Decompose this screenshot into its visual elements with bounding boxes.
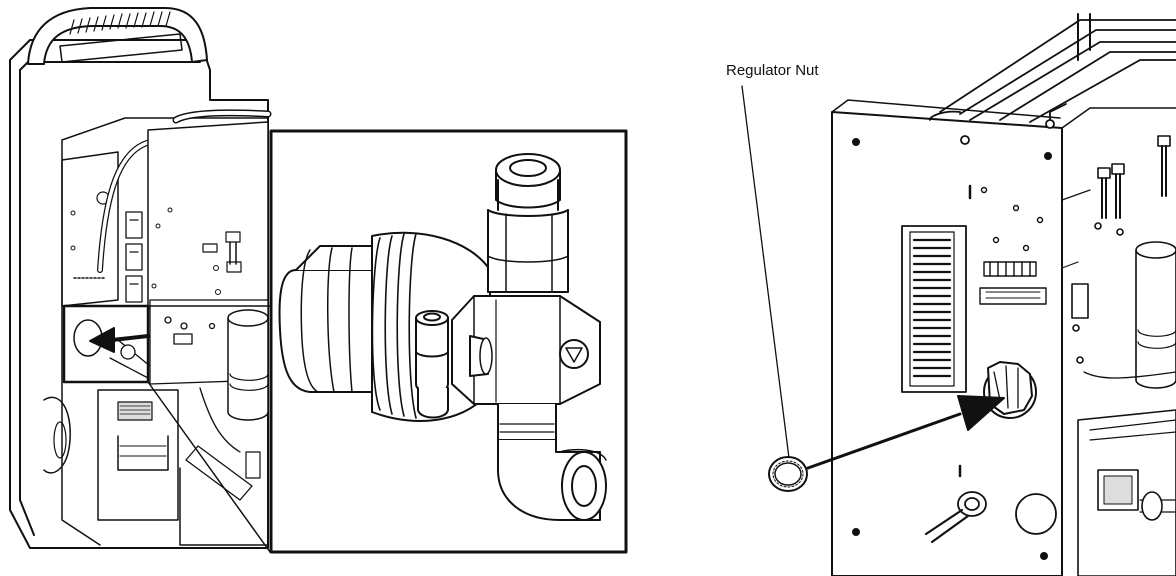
- regulator-nut-callout: Regulator Nut: [726, 62, 819, 79]
- solenoid-cylinder: [227, 309, 269, 421]
- panel-terminal-blocks: [979, 186, 1047, 305]
- terminal-strip: [125, 211, 143, 303]
- regulator-zoom-detail: [269, 129, 628, 554]
- internal-components: [1061, 135, 1176, 576]
- carry-handle: [27, 7, 208, 65]
- left-power-supply-unit: [9, 7, 272, 553]
- panel-round-port: [1015, 493, 1057, 535]
- gauge-port-fitting: [415, 310, 449, 419]
- regulator-knob: [278, 245, 377, 393]
- regulator-nut: [768, 456, 808, 492]
- vent-grille: [901, 225, 967, 393]
- left-pointer-arrow: [110, 334, 150, 342]
- hex-valve-body: [451, 295, 601, 405]
- right-pointer-arrow: [806, 412, 962, 470]
- panel-screws: [852, 138, 1052, 560]
- top-frame: [928, 13, 1176, 145]
- elbow-fitting: [497, 403, 607, 521]
- right-chassis-unit: [741, 13, 1176, 576]
- cable-gland: [924, 491, 987, 544]
- top-push-fitting: [487, 153, 569, 293]
- left-circuit-board: [61, 151, 119, 307]
- handle-grip: [69, 11, 171, 35]
- control-board: [147, 121, 269, 309]
- base-components: [97, 387, 269, 546]
- callout-leader-line: [741, 85, 791, 467]
